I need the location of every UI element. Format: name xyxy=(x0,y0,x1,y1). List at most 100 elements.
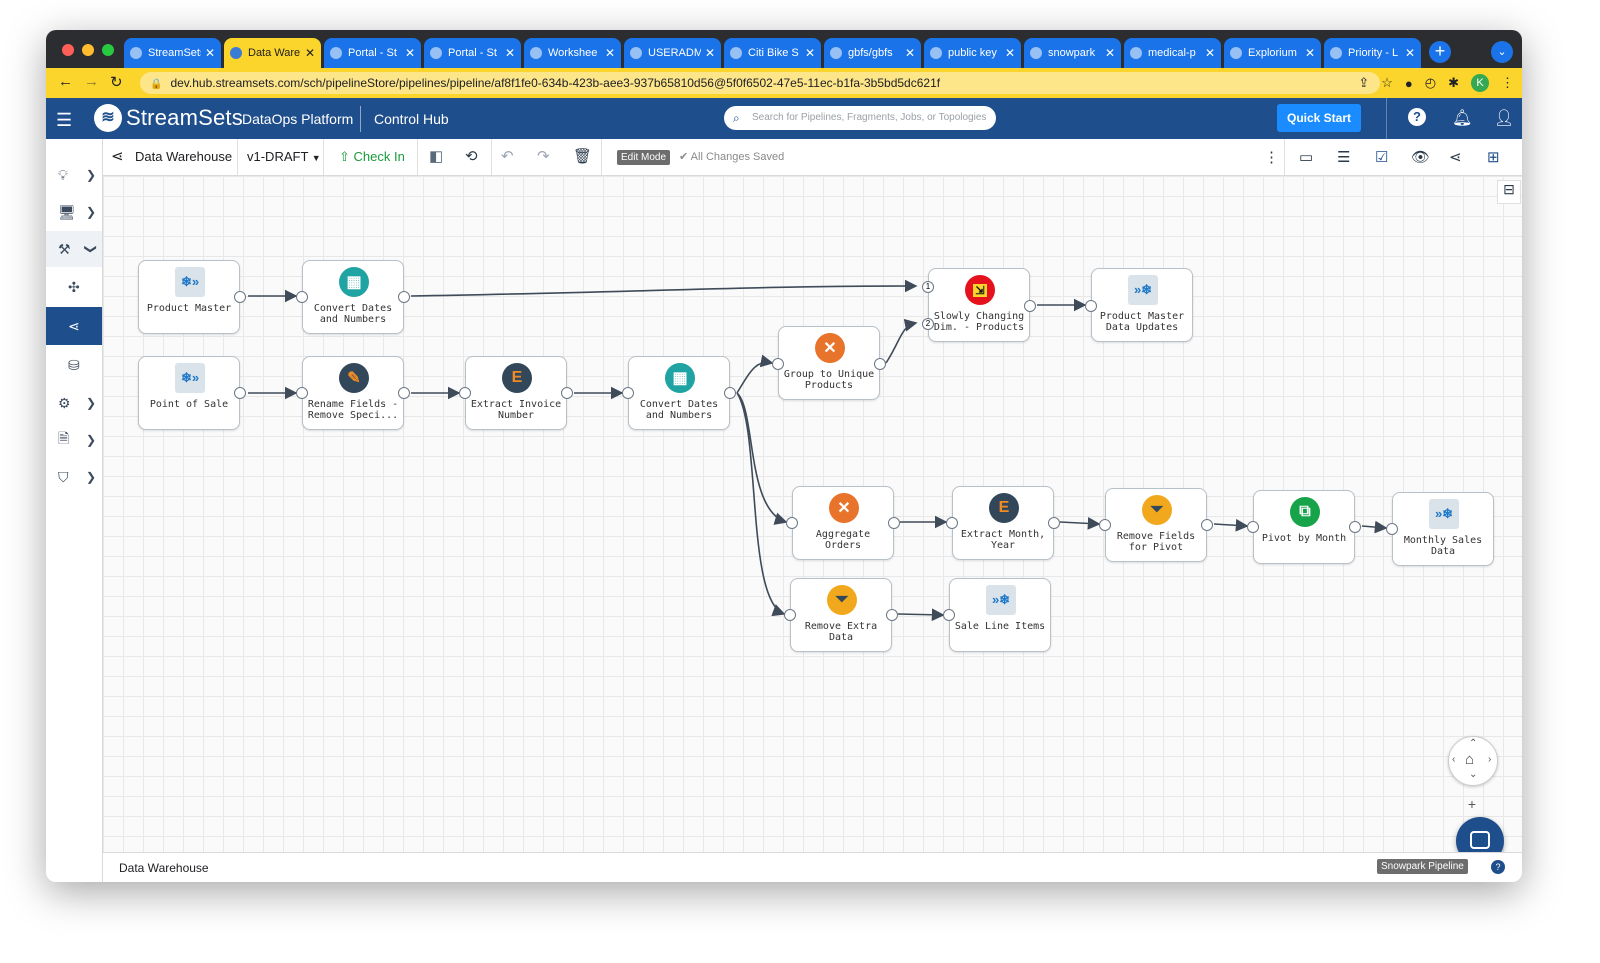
help-icon[interactable]: ? xyxy=(1408,108,1426,126)
input-port-2[interactable]: 2 xyxy=(922,318,934,330)
check-in-button[interactable]: ⇧ Check In xyxy=(339,149,405,165)
browser-menu-icon[interactable]: ⋮ xyxy=(1501,75,1514,90)
puzzle-extensions-icon[interactable]: ✱ xyxy=(1448,75,1459,90)
close-tab-icon[interactable]: ✕ xyxy=(804,46,815,60)
output-port[interactable] xyxy=(561,387,573,399)
browser-tab[interactable]: Workshee✕ xyxy=(524,38,621,68)
stage-point-of-sale[interactable]: ❄» Point of Sale xyxy=(138,356,246,430)
input-port[interactable] xyxy=(1247,521,1259,533)
delete-trash-icon[interactable]: 🗑︎ xyxy=(573,148,593,165)
sidebar-item-topologies[interactable]: ⛁ xyxy=(46,347,102,383)
browser-tab[interactable]: Portal - St✕ xyxy=(424,38,521,68)
input-port[interactable] xyxy=(1085,300,1097,312)
stage-extract-invoice[interactable]: E Extract Invoice Number xyxy=(459,356,573,430)
pipeline-name[interactable]: Data Warehouse xyxy=(135,149,233,164)
output-port[interactable] xyxy=(886,609,898,621)
share-page-icon[interactable]: ⇪ xyxy=(1358,75,1370,90)
global-search-input[interactable]: ⌕ Search for Pipelines, Fragments, Jobs,… xyxy=(724,106,996,130)
close-tab-icon[interactable]: ✕ xyxy=(604,46,615,60)
browser-tab[interactable]: Portal - St✕ xyxy=(324,38,421,68)
compare-icon[interactable]: ◧ xyxy=(429,148,444,165)
close-tab-icon[interactable]: ✕ xyxy=(1004,46,1015,60)
output-port[interactable] xyxy=(234,387,246,399)
version-select[interactable]: v1-DRAFT ▼ xyxy=(247,149,321,164)
sidebar-item-manage[interactable]: ⛉❯ xyxy=(46,459,102,495)
output-port[interactable] xyxy=(398,291,410,303)
redo-icon[interactable]: ↷ xyxy=(537,148,550,165)
browser-tab[interactable]: Citi Bike S✕ xyxy=(724,38,821,68)
forward-arrow-icon[interactable]: → xyxy=(84,73,99,90)
profile-avatar[interactable]: K xyxy=(1471,74,1489,92)
input-port[interactable] xyxy=(772,358,784,370)
extension-circle-icon[interactable]: ● xyxy=(1404,75,1413,91)
stage-product-master-updates[interactable]: »❄ Product Master Data Updates xyxy=(1085,268,1193,342)
output-port[interactable] xyxy=(1201,519,1213,531)
output-port[interactable] xyxy=(874,358,886,370)
browser-tab-active[interactable]: Data Ware✕ xyxy=(224,38,321,68)
add-stage-icon[interactable]: ⊞ xyxy=(1487,149,1500,166)
preview-eye-icon[interactable]: 👁︎ xyxy=(1411,149,1431,166)
notifications-bell-icon[interactable]: 🔔︎ xyxy=(1452,110,1473,127)
input-port[interactable] xyxy=(296,291,308,303)
browser-tab[interactable]: StreamSets✕ xyxy=(124,38,221,68)
preview-window-icon[interactable]: ▭ xyxy=(1299,149,1314,166)
canvas-pan-control[interactable]: ⌃ ⌄ ‹ › ⌂ xyxy=(1448,736,1498,786)
close-tab-icon[interactable]: ✕ xyxy=(304,46,315,60)
stage-library-toggle-icon[interactable]: ⊟ xyxy=(1497,180,1521,204)
sidebar-item-monitor[interactable]: 🗎❯ xyxy=(46,422,102,458)
user-account-icon[interactable]: 👤︎ xyxy=(1494,110,1515,127)
streamsets-logo[interactable]: ≋ StreamSets xyxy=(94,104,243,132)
stage-product-master[interactable]: ❄» Product Master xyxy=(138,260,246,334)
maximize-window-button[interactable] xyxy=(102,44,114,56)
stage-aggregate-orders[interactable]: ✕ Aggregate Orders xyxy=(786,486,900,560)
input-port-1[interactable]: 1 xyxy=(922,281,934,293)
stage-group-unique[interactable]: ✕ Group to Unique Products xyxy=(772,326,886,400)
minimize-window-button[interactable] xyxy=(82,44,94,56)
close-tab-icon[interactable]: ✕ xyxy=(204,46,215,60)
sidebar-item-build[interactable]: ⚒❯ xyxy=(46,231,102,267)
quick-start-button[interactable]: Quick Start xyxy=(1277,104,1361,132)
reload-icon[interactable]: ↻ xyxy=(110,74,123,91)
close-tab-icon[interactable]: ✕ xyxy=(504,46,515,60)
stage-monthly-sales[interactable]: »❄ Monthly Sales Data xyxy=(1386,492,1494,566)
browser-tab[interactable]: Explorium✕ xyxy=(1224,38,1321,68)
pan-left-icon[interactable]: ‹ xyxy=(1452,754,1456,765)
stage-convert-dates-1[interactable]: ▦ Convert Dates and Numbers xyxy=(296,260,410,334)
more-options-icon[interactable]: ⋮ xyxy=(1264,149,1279,166)
extension-clock-icon[interactable]: ◴ xyxy=(1424,75,1437,90)
zoom-in-icon[interactable]: + xyxy=(1467,796,1477,812)
close-tab-icon[interactable]: ✕ xyxy=(704,46,715,60)
tab-search-chevron-icon[interactable]: ⌄ xyxy=(1491,41,1513,63)
browser-tab[interactable]: gbfs/gbfs✕ xyxy=(824,38,921,68)
bookmark-star-icon[interactable]: ☆ xyxy=(1381,75,1393,90)
input-port[interactable] xyxy=(946,517,958,529)
close-tab-icon[interactable]: ✕ xyxy=(1304,46,1315,60)
input-port[interactable] xyxy=(784,609,796,621)
auto-arrange-icon[interactable]: ☰ xyxy=(1337,149,1351,166)
close-tab-icon[interactable]: ✕ xyxy=(1404,46,1415,60)
back-arrow-icon[interactable]: ← xyxy=(58,73,73,90)
stage-extract-month-year[interactable]: E Extract Month, Year xyxy=(946,486,1060,560)
output-port[interactable] xyxy=(1024,300,1036,312)
output-port[interactable] xyxy=(398,387,410,399)
hamburger-menu-icon[interactable]: ☰ xyxy=(56,110,73,130)
close-tab-icon[interactable]: ✕ xyxy=(1204,46,1215,60)
help-icon[interactable]: ? xyxy=(1491,860,1505,874)
stage-sale-line-items[interactable]: »❄ Sale Line Items xyxy=(943,578,1051,652)
stage-rename-fields[interactable]: ✎ Rename Fields - Remove Speci... xyxy=(296,356,410,430)
close-tab-icon[interactable]: ✕ xyxy=(1104,46,1115,60)
browser-tab[interactable]: public key✕ xyxy=(924,38,1021,68)
validate-checkbox-icon[interactable]: ☑ xyxy=(1375,149,1389,166)
stage-scd[interactable]: ⇲ Slowly Changing Dim. - Products 1 2 xyxy=(922,268,1036,342)
undo-icon[interactable]: ↶ xyxy=(501,148,514,165)
close-window-button[interactable] xyxy=(62,44,74,56)
close-tab-icon[interactable]: ✕ xyxy=(404,46,415,60)
input-port[interactable] xyxy=(296,387,308,399)
pan-right-icon[interactable]: › xyxy=(1488,754,1492,765)
output-port[interactable] xyxy=(1349,521,1361,533)
sidebar-item-set-up[interactable]: 🖥︎❯ xyxy=(46,194,102,230)
browser-tab[interactable]: medical-p✕ xyxy=(1124,38,1221,68)
share-icon[interactable]: ⋖ xyxy=(1449,149,1462,166)
sidebar-item-getting-started[interactable]: 💡︎❯ xyxy=(46,157,102,193)
input-port[interactable] xyxy=(459,387,471,399)
